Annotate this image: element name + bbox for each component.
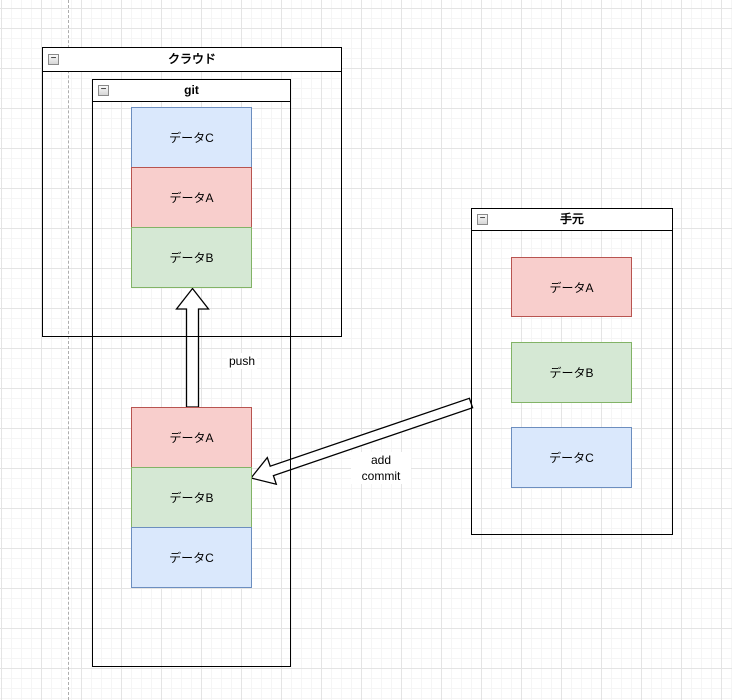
collapse-button[interactable]: − (48, 54, 59, 65)
node-data-a[interactable]: データA (131, 407, 252, 468)
container-git[interactable]: − git (92, 79, 291, 667)
minus-icon: − (100, 84, 107, 95)
container-cloud-title: クラウド (167, 52, 216, 66)
container-cloud-header: − クラウド (43, 48, 341, 72)
container-git-title: git (184, 83, 199, 97)
node-data-b[interactable]: データB (131, 467, 252, 528)
container-local-header: − 手元 (472, 209, 672, 231)
container-git-header: − git (93, 80, 290, 102)
collapse-button[interactable]: − (98, 85, 109, 96)
container-cloud[interactable]: − クラウド (42, 47, 342, 337)
node-data-c[interactable]: データC (131, 527, 252, 588)
minus-icon: − (479, 213, 486, 224)
node-data-c[interactable]: データC (511, 427, 632, 488)
node-data-b[interactable]: データB (131, 227, 252, 288)
commit-label-line: commit (361, 469, 401, 483)
page-boundary-dashed-line (68, 0, 69, 700)
add-commit-edge-label[interactable]: add commit (351, 452, 411, 484)
container-local[interactable]: − 手元 (471, 208, 673, 535)
minus-icon: − (50, 53, 57, 64)
node-data-a[interactable]: データA (131, 167, 252, 228)
node-data-b[interactable]: データB (511, 342, 632, 403)
node-data-a[interactable]: データA (511, 257, 632, 317)
push-edge-label[interactable]: push (227, 353, 258, 369)
node-data-c[interactable]: データC (131, 107, 252, 168)
collapse-button[interactable]: − (477, 214, 488, 225)
add-label-line: add (370, 453, 392, 467)
container-local-title: 手元 (559, 212, 584, 226)
